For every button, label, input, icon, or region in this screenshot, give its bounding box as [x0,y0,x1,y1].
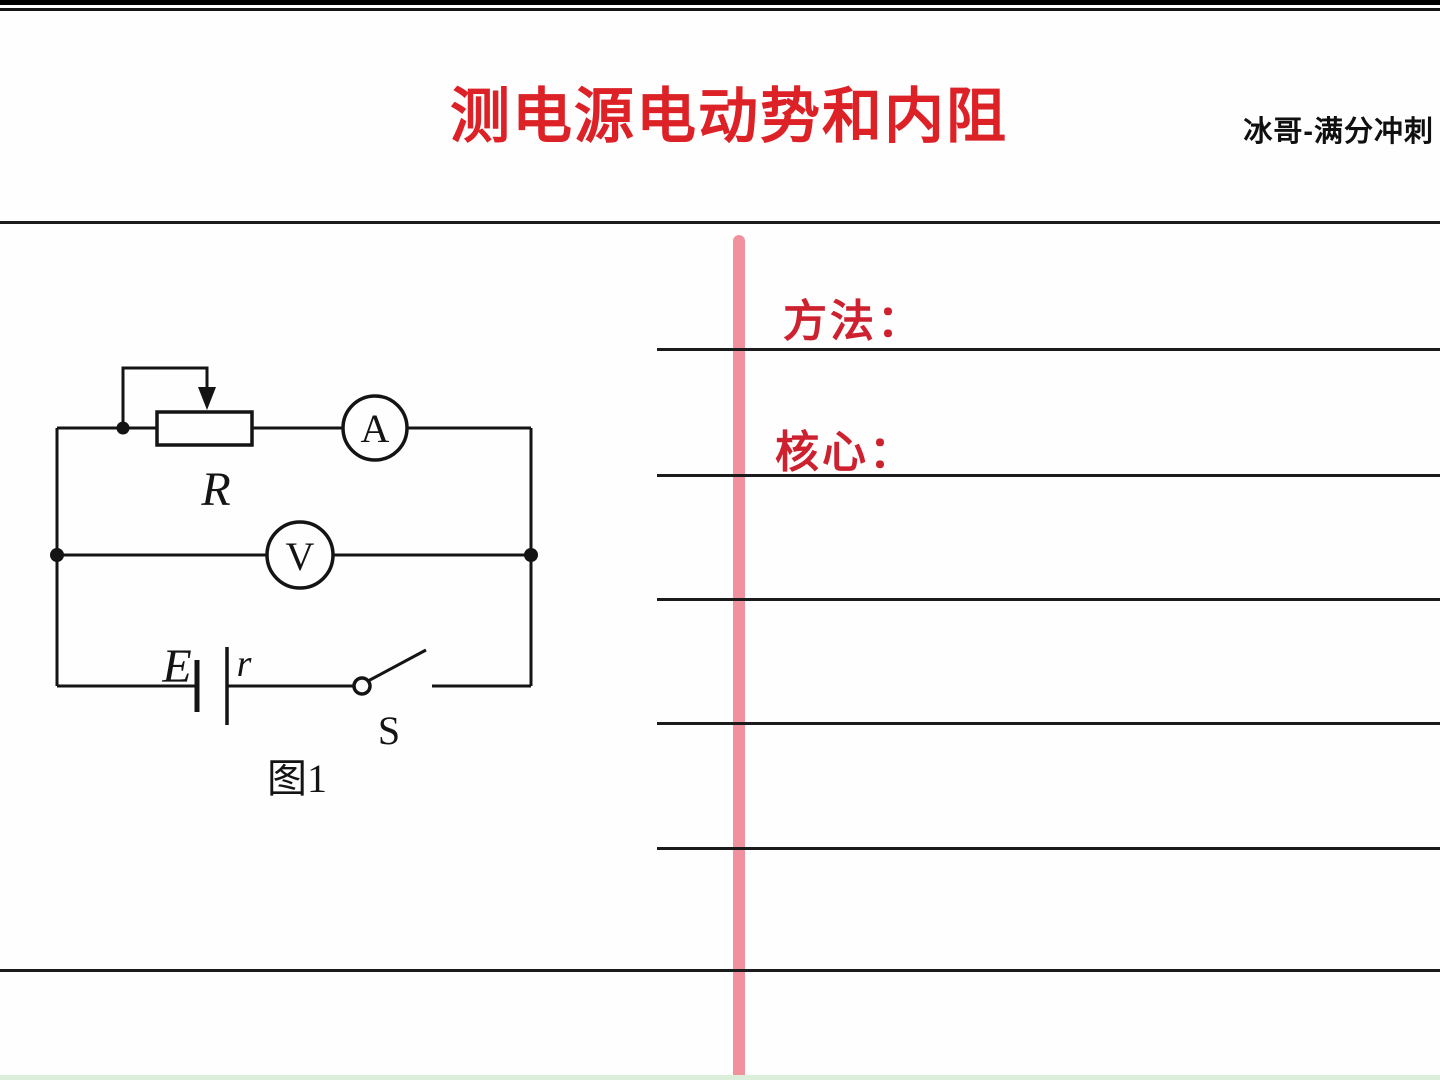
bottom-edge-line [0,1075,1440,1080]
rheostat-body [155,410,254,447]
top-border-line [0,8,1440,11]
figure-caption: 图1 [267,756,327,801]
voltmeter-icon [265,520,335,590]
ruled-line [657,348,1440,351]
core-label: 核心： [775,428,916,477]
junction-dot [116,421,130,435]
ruled-line [657,722,1440,725]
brand-watermark: 冰哥-满分冲刺 [1243,116,1434,148]
page-title: 测电源电动势和内阻 [450,83,1008,150]
ruled-line [657,598,1440,601]
ruled-line [657,847,1440,850]
junction-dot [524,548,538,562]
ruled-line [0,969,1440,972]
ruled-line [657,474,1440,477]
rheostat-slider-arrow-icon [198,387,216,410]
circuit-figure: A V R E r S 图1 [50,366,538,801]
voltmeter-label: V [286,534,315,579]
junction-dot [50,548,64,562]
internal-resistance-label: r [237,643,252,685]
switch-label: S [378,708,400,753]
rheostat-slider-wire [121,366,209,428]
ammeter-label: A [361,406,390,451]
header-divider-line [0,221,1440,224]
switch-lever [367,648,427,683]
top-border-bar [0,0,1440,5]
rheostat-label: R [200,463,230,516]
method-label: 方法： [783,297,924,346]
switch-pivot-icon [352,676,372,696]
section-divider-line [733,235,745,1080]
emf-label: E [161,640,191,693]
ammeter-icon [341,394,409,462]
